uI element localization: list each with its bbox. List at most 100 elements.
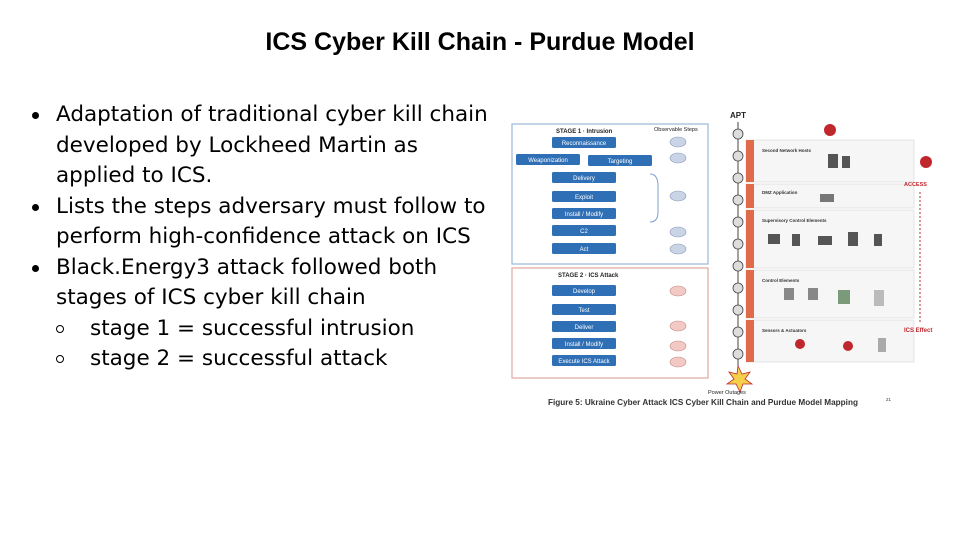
chain-node bbox=[732, 216, 744, 228]
step-box bbox=[552, 355, 616, 366]
plc-icon bbox=[784, 288, 794, 300]
chain-node bbox=[732, 282, 744, 294]
stage1-header: STAGE 1 · Intrusion bbox=[556, 129, 613, 135]
level-title: Second Network Hosts bbox=[762, 148, 812, 153]
step-label: Deliver bbox=[575, 325, 594, 331]
step-box bbox=[552, 285, 616, 296]
observable-circle bbox=[669, 152, 687, 164]
sub-bullet-text: stage 1 = successful intrusion bbox=[90, 315, 415, 341]
step-box bbox=[552, 137, 616, 148]
chain-node bbox=[732, 172, 744, 184]
bullet-list: Adaptation of traditional cyber kill cha… bbox=[32, 100, 492, 375]
bullet-text: Adaptation of traditional cyber kill cha… bbox=[56, 102, 488, 188]
actuator-icon bbox=[795, 339, 805, 349]
chain-node bbox=[732, 194, 744, 206]
step-box bbox=[588, 155, 652, 166]
cloud-icon bbox=[920, 156, 932, 168]
level-title: Control Elements bbox=[762, 278, 800, 283]
step-box bbox=[552, 338, 616, 349]
chain-node bbox=[732, 304, 744, 316]
step-label: Weaponization bbox=[528, 158, 568, 164]
cloud-icon bbox=[824, 124, 836, 136]
hollow-circle-icon bbox=[56, 355, 64, 363]
step-label: Reconnaissance bbox=[562, 141, 607, 147]
chain-node bbox=[732, 326, 744, 338]
observable-steps-label: Observable Steps bbox=[654, 127, 698, 133]
controller-icon bbox=[838, 290, 850, 304]
power-outages-label: Power Outages bbox=[708, 390, 746, 396]
stage1-steps: Reconnaissance Weaponization Targeting D… bbox=[516, 137, 652, 254]
bullet-dot-icon bbox=[32, 264, 39, 272]
stage2-header: STAGE 2 · ICS Attack bbox=[558, 273, 619, 279]
bullet-item: Adaptation of traditional cyber kill cha… bbox=[32, 100, 492, 192]
chain-node bbox=[732, 238, 744, 250]
step-box bbox=[516, 154, 580, 165]
kill-chain-figure: STAGE 1 · Intrusion Observable Steps STA… bbox=[508, 104, 944, 414]
level-bar bbox=[746, 270, 754, 318]
chain-node bbox=[732, 260, 744, 272]
device-icon bbox=[874, 234, 882, 246]
bullet-item: Black.Energy3 attack followed both stage… bbox=[32, 253, 492, 314]
bullet-text: Lists the steps adversary must follow to… bbox=[56, 193, 486, 250]
bullet-dot-icon bbox=[32, 112, 39, 119]
kill-chain-diagram: STAGE 1 · Intrusion Observable Steps STA… bbox=[511, 111, 932, 407]
sub-bullet-item: stage 1 = successful intrusion bbox=[32, 314, 492, 345]
step-box bbox=[552, 208, 616, 219]
chain-nodes bbox=[732, 128, 744, 360]
level-bar bbox=[746, 140, 754, 182]
step-box bbox=[552, 304, 616, 315]
observable-circle bbox=[669, 320, 687, 332]
level-title: Supervisory Control Elements bbox=[762, 218, 827, 223]
chain-node bbox=[732, 150, 744, 162]
step-box bbox=[552, 191, 616, 202]
level-band bbox=[745, 319, 915, 363]
step-label: Targeting bbox=[608, 159, 633, 165]
sub-bullet-item: stage 2 = successful attack bbox=[32, 344, 492, 375]
slide-title: ICS Cyber Kill Chain - Purdue Model bbox=[265, 28, 695, 56]
actuator-icon bbox=[843, 341, 853, 351]
sub-bullet-text: stage 2 = successful attack bbox=[90, 346, 388, 371]
explosion-icon bbox=[725, 364, 754, 393]
step-label: Act bbox=[580, 247, 589, 253]
firewall-icon bbox=[820, 194, 834, 202]
step-label: Exploit bbox=[575, 195, 593, 201]
bullet-item: Lists the steps adversary must follow to… bbox=[32, 192, 492, 253]
ics-effect-label: ICS Effect bbox=[904, 328, 932, 334]
server-icon bbox=[828, 154, 838, 168]
stage2-steps: Develop Test Deliver Install / Modify Ex… bbox=[552, 285, 616, 366]
step-label: Develop bbox=[573, 289, 596, 295]
hollow-circle-icon bbox=[56, 324, 64, 333]
observable-circles bbox=[669, 136, 687, 368]
step-label: Delivery bbox=[573, 176, 595, 182]
purdue-levels: Second Network Hosts DMZ Application Sup… bbox=[745, 139, 915, 363]
observable-circle bbox=[669, 285, 687, 297]
chain-node bbox=[732, 128, 744, 140]
sensor-icon bbox=[878, 338, 886, 352]
observable-circle bbox=[669, 243, 687, 255]
level-bar bbox=[746, 210, 754, 268]
chain-node bbox=[732, 348, 744, 360]
workstation-icon bbox=[768, 234, 780, 244]
step-label: Execute ICS Attack bbox=[558, 359, 610, 365]
level-title: Sensors & Actuators bbox=[762, 328, 807, 333]
monitor-icon bbox=[818, 236, 832, 245]
observable-circle bbox=[669, 226, 687, 238]
step-box bbox=[552, 225, 616, 236]
level-band bbox=[745, 269, 915, 319]
plc-icon bbox=[808, 288, 818, 300]
step-label: C2 bbox=[580, 229, 588, 235]
figure-caption: Figure 5: Ukraine Cyber Attack ICS Cyber… bbox=[548, 398, 858, 407]
level-bar bbox=[746, 184, 754, 208]
server-icon bbox=[792, 234, 800, 246]
observable-circle bbox=[669, 356, 687, 368]
cabinet-icon bbox=[874, 290, 884, 306]
bullet-dot-icon bbox=[32, 203, 39, 211]
step-box bbox=[552, 172, 616, 183]
observable-circle bbox=[669, 136, 687, 148]
caption-superscript: 21 bbox=[886, 397, 892, 402]
step-label: Install / Modify bbox=[565, 212, 603, 218]
server-icon bbox=[848, 232, 858, 246]
step-box bbox=[552, 243, 616, 254]
level-bar bbox=[746, 320, 754, 362]
device-icons bbox=[768, 154, 886, 352]
